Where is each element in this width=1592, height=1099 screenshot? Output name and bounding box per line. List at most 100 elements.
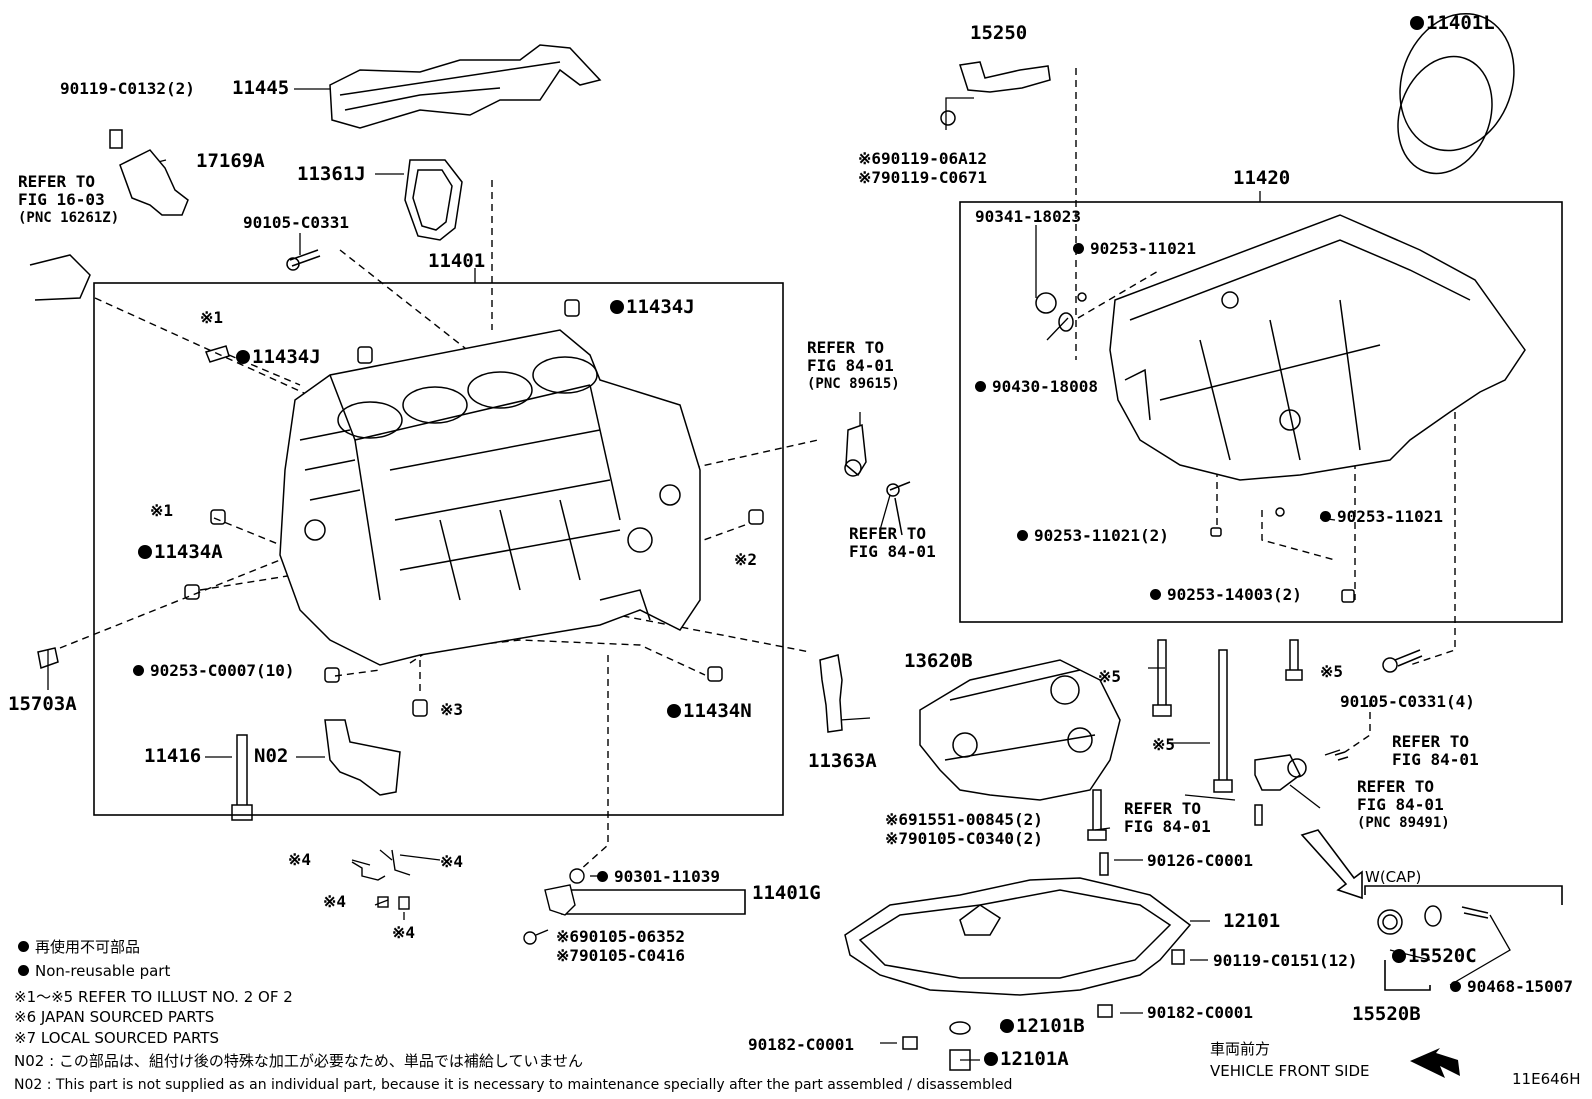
ref-mark-5-a: ※5 (1098, 667, 1122, 686)
bolt-90105-c0331-4 (1394, 649, 1423, 667)
part-label-90182-c0001-a[interactable]: 90182-C0001 (1147, 1003, 1253, 1022)
vehicle-front-arrow (1410, 1048, 1460, 1078)
non-reusable-dot-icon (610, 300, 624, 314)
ref-mark-4-b: ※4 (440, 852, 464, 871)
part-label-11401g[interactable]: 11401G (752, 882, 821, 904)
part-label-90253-11021-2[interactable]: 90253-11021(2) (1017, 527, 1169, 545)
non-reusable-dot-icon (1392, 949, 1406, 963)
part-label-90430-18008[interactable]: 90430-18008 (975, 378, 1098, 396)
part-label-90468-15007[interactable]: 90468-15007 (1450, 978, 1573, 996)
part-label-90105-c0416[interactable]: ※790105-C0416 (556, 946, 686, 965)
part-label-11434a[interactable]: 11434A (138, 541, 223, 563)
part-label-90119-c0151[interactable]: 90119-C0151(12) (1213, 951, 1358, 970)
non-reusable-dot-icon (1320, 511, 1331, 522)
sensor-15250 (959, 61, 1051, 93)
part-label-11434n[interactable]: 11434N (667, 700, 752, 722)
oil-pan-lower-drawing (844, 877, 1192, 1071)
ref-mark-2: ※2 (734, 550, 758, 569)
refer-fig-84-01-e[interactable]: REFER TO FIG 84-01 (PNC 89491) (1357, 777, 1450, 832)
part-label-90253-11021-b[interactable]: 90253-11021 (1320, 508, 1443, 526)
hollow-arrow (1300, 829, 1363, 900)
bracket-17169a (119, 149, 189, 216)
bolt-91551 (1087, 789, 1107, 841)
part-label-90253-11021-a[interactable]: 90253-11021 (1073, 240, 1196, 258)
legend-jp-nonreusable: 再使用不可部品 (18, 938, 140, 956)
part-label-15520c[interactable]: 15520C (1392, 945, 1477, 967)
non-reusable-dot-icon (597, 871, 608, 882)
sensor-89615 (845, 423, 867, 477)
oil-pan-group-frame (959, 201, 1563, 623)
part-label-11445[interactable]: 11445 (232, 77, 290, 99)
non-reusable-dot-icon (1073, 243, 1084, 254)
part-label-17169a[interactable]: 17169A (196, 150, 265, 172)
part-label-90105-c0331-4[interactable]: 90105-C0331(4) (1340, 692, 1475, 711)
non-reusable-dot-icon (18, 965, 29, 976)
hose-11363a (819, 654, 843, 733)
part-label-90119-06a12[interactable]: ※690119-06A12 (858, 149, 988, 168)
part-label-11434j-top[interactable]: 11434J (610, 296, 695, 318)
part-label-90105-c0340[interactable]: ※790105-C0340(2) (885, 829, 1043, 848)
part-label-90119-c0132[interactable]: 90119-C0132(2) (60, 79, 195, 98)
legend-en-nonreusable: Non-reusable part (18, 962, 170, 980)
part-label-12101[interactable]: 12101 (1223, 910, 1281, 932)
part-label-n02[interactable]: N02 (254, 745, 289, 767)
part-label-90182-c0001-b[interactable]: 90182-C0001 (748, 1035, 854, 1054)
illustration-id: 11E646H (1512, 1070, 1581, 1088)
ref-mark-4-a: ※4 (288, 850, 312, 869)
part-label-90341-18023[interactable]: 90341-18023 (975, 207, 1081, 226)
refer-fig-84-01-b[interactable]: REFER TO FIG 84-01 (849, 524, 936, 561)
legend-local-sourced: ※7 LOCAL SOURCED PARTS (14, 1029, 219, 1047)
non-reusable-dot-icon (1410, 16, 1424, 30)
bracket-11401g (561, 889, 746, 915)
ref-mark-1-top: ※1 (200, 308, 224, 327)
sensor-11401g (544, 884, 576, 916)
cylinder-block-group-frame (93, 282, 784, 816)
part-label-90253-c0007[interactable]: 90253-C0007(10) (133, 662, 295, 680)
part-label-11434j-left[interactable]: 11434J (236, 346, 321, 368)
bolt-refer (1254, 804, 1263, 826)
part-label-11401l[interactable]: 11401L (1410, 12, 1495, 34)
group-label-wcap: W(CAP) (1365, 868, 1422, 886)
bracket-15520b (1364, 885, 1563, 905)
part-label-90105-06352[interactable]: ※690105-06352 (556, 927, 686, 946)
part-label-11363a[interactable]: 11363A (808, 750, 877, 772)
refer-fig-16-03[interactable]: REFER TO FIG 16-03 (PNC 16261Z) (18, 172, 120, 227)
refer-fig-84-01-d[interactable]: REFER TO FIG 84-01 (1124, 799, 1211, 836)
part-label-13620b[interactable]: 13620B (904, 650, 973, 672)
part-label-90301-11039[interactable]: 90301-11039 (597, 868, 720, 886)
ref-mark-4-c: ※4 (323, 892, 347, 911)
part-label-11361j[interactable]: 11361J (297, 163, 366, 185)
part-label-90119-c0671[interactable]: ※790119-C0671 (858, 168, 988, 187)
refer-fig-84-01-c[interactable]: REFER TO FIG 84-01 (1392, 732, 1479, 769)
vehicle-front-en: VEHICLE FRONT SIDE (1210, 1062, 1370, 1080)
part-label-15703a[interactable]: 15703A (8, 693, 77, 715)
legend-japan-sourced: ※6 JAPAN SOURCED PARTS (14, 1008, 215, 1026)
part-label-15250[interactable]: 15250 (970, 22, 1028, 44)
refer-fig-84-01-a[interactable]: REFER TO FIG 84-01 (PNC 89615) (807, 338, 900, 393)
part-label-11420[interactable]: 11420 (1233, 167, 1291, 189)
part-label-90126-c0001[interactable]: 90126-C0001 (1147, 851, 1253, 870)
part-label-90253-14003-2[interactable]: 90253-14003(2) (1150, 586, 1302, 604)
ref-mark-5-c: ※5 (1320, 662, 1344, 681)
ref-mark-5-b: ※5 (1152, 735, 1176, 754)
part-label-11401[interactable]: 11401 (428, 250, 486, 272)
part-label-90105-c0331[interactable]: 90105-C0331 (243, 213, 349, 232)
part-label-12101a[interactable]: 12101A (984, 1048, 1069, 1070)
non-reusable-dot-icon (1000, 1019, 1014, 1033)
bolt-11416 (231, 734, 253, 821)
bracket-15520b-bottom (1384, 960, 1431, 991)
non-reusable-dot-icon (236, 350, 250, 364)
legend-n02-en: N02 : This part is not supplied as an in… (14, 1077, 1013, 1093)
non-reusable-dot-icon (984, 1052, 998, 1066)
ref-mark-1-mid: ※1 (150, 501, 174, 520)
vehicle-front-jp: 車両前方 (1210, 1040, 1271, 1058)
bolt-m5-c (1285, 639, 1303, 681)
part-label-12101b[interactable]: 12101B (1000, 1015, 1085, 1037)
bolt-m5-a (1152, 639, 1172, 717)
part-label-91551-00845[interactable]: ※691551-00845(2) (885, 810, 1043, 829)
oil-pan-upper-drawing (1035, 214, 1526, 603)
oil-pump-13620b (919, 659, 1121, 801)
part-label-15520b[interactable]: 15520B (1352, 1003, 1421, 1025)
part-label-11416[interactable]: 11416 (144, 745, 202, 767)
